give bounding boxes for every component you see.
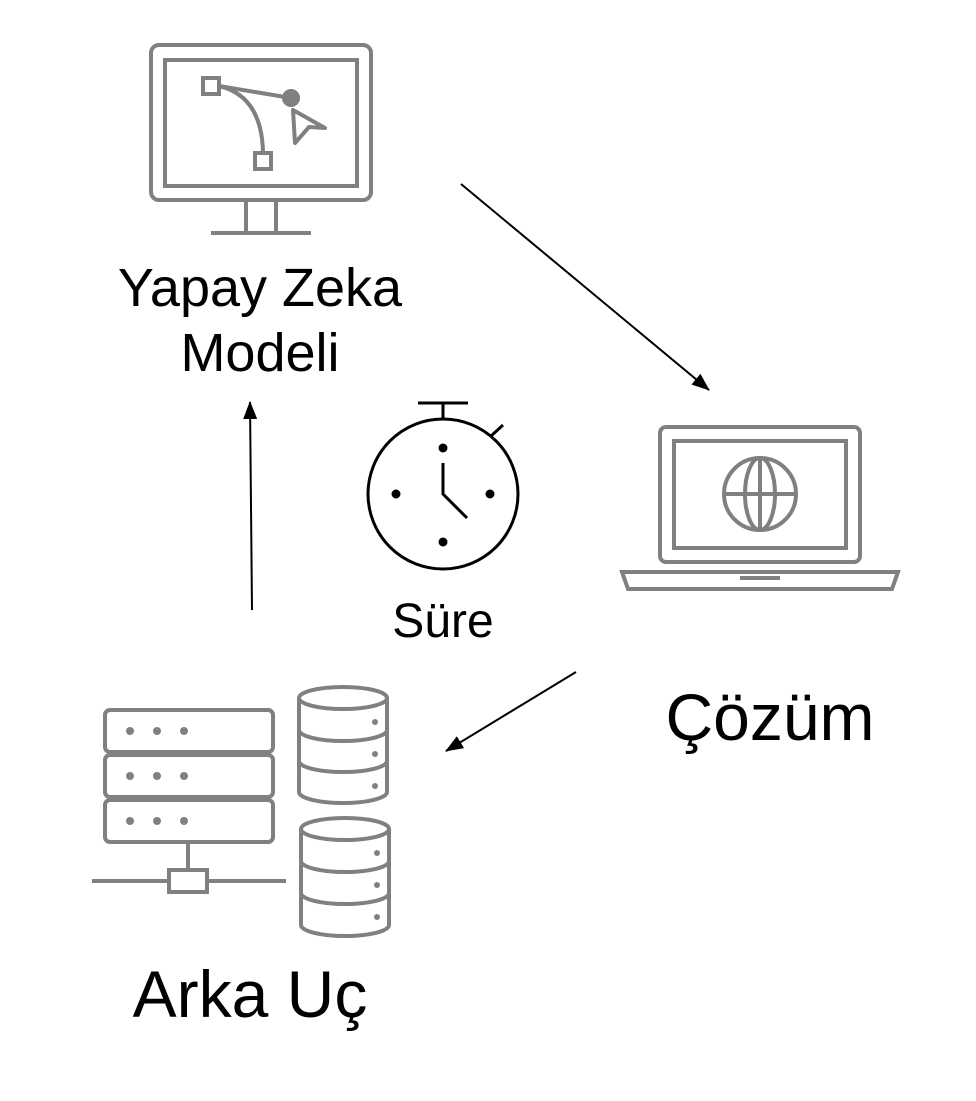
arrow-solution-to-backend: [445, 671, 577, 752]
arrow-ai-to-solution: [460, 183, 710, 391]
solution-label: Çözüm: [665, 680, 875, 754]
timer-label: Süre: [392, 595, 494, 648]
ai-model-label-line1: Yapay Zeka: [117, 258, 403, 318]
ai-model-label-line2: Modeli: [180, 322, 340, 383]
ai-model-label: Yapay Zeka Modeli: [60, 256, 460, 386]
backend-label: Arka Uç: [132, 957, 368, 1031]
stopwatch-icon: [366, 401, 520, 571]
monitor-bezier-cursor-icon: [149, 43, 373, 235]
laptop-globe-icon: [619, 425, 901, 591]
arrow-backend-to-ai: [243, 401, 258, 611]
server-database-icon: [92, 685, 391, 938]
